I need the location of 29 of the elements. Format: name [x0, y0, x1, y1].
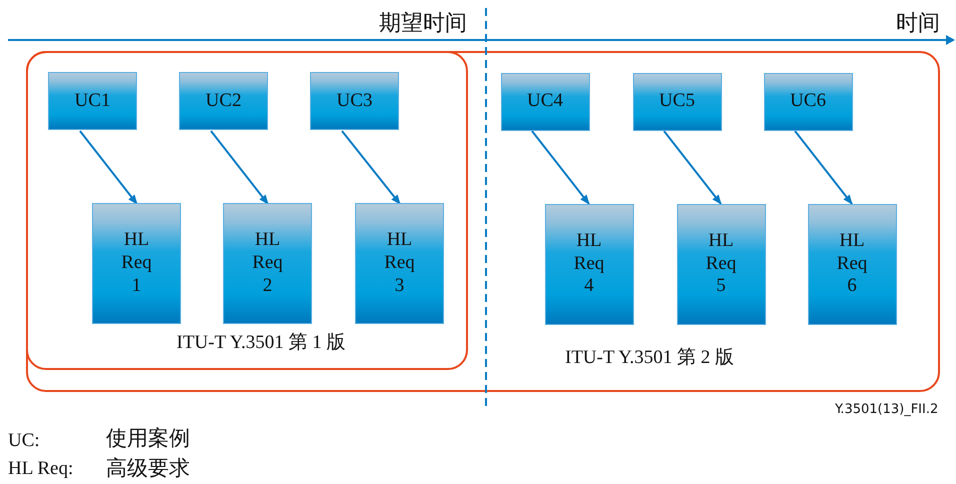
requirement-box: HL Req 5	[676, 204, 766, 324]
arrow	[341, 130, 401, 205]
use-case-box: UC1	[48, 72, 137, 130]
use-case-box: UC3	[310, 72, 399, 130]
abbreviation: UC:	[8, 430, 40, 452]
figure-id: Y.3501(13)_FII.2	[835, 402, 938, 417]
requirement-box: HL Req 4	[544, 204, 634, 324]
arrow	[531, 130, 590, 205]
version-frame	[26, 50, 468, 370]
abbreviation-meaning: 高级要求	[106, 455, 190, 482]
version-label: ITU-T Y.3501 第 2 版	[565, 346, 734, 370]
axis-label: 期望时间	[379, 10, 467, 38]
use-case-box: UC6	[764, 72, 852, 130]
axis-label: 时间	[896, 10, 940, 38]
abbreviation-meaning: 使用案例	[106, 425, 190, 452]
use-case-box: UC5	[632, 72, 722, 130]
requirement-box: HL Req 6	[808, 204, 896, 324]
use-case-box: UC2	[179, 72, 268, 130]
arrow	[794, 130, 853, 205]
arrow	[663, 130, 722, 205]
arrow	[79, 130, 138, 205]
use-case-box: UC4	[500, 72, 590, 130]
arrow	[210, 130, 269, 205]
requirement-box: HL Req 3	[355, 203, 444, 324]
requirement-box: HL Req 2	[223, 203, 312, 324]
version-frame	[26, 51, 940, 392]
version-label: ITU-T Y.3501 第 1 版	[176, 331, 346, 355]
requirement-box: HL Req 1	[92, 203, 181, 324]
abbreviation: HL Req:	[8, 458, 74, 480]
